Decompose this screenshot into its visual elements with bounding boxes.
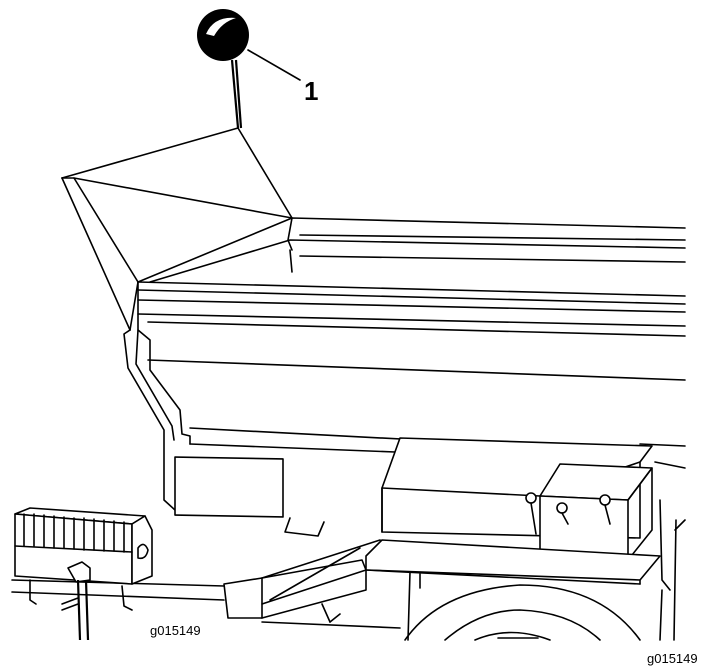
hopper-flap bbox=[61, 127, 293, 331]
wheel bbox=[404, 584, 641, 641]
frame-rails bbox=[11, 579, 401, 629]
callout-number-1: 1 bbox=[304, 76, 318, 106]
callout-leader bbox=[247, 49, 301, 81]
hitch-arm bbox=[223, 539, 381, 623]
bracket bbox=[284, 517, 325, 537]
frame-right bbox=[654, 461, 686, 641]
side-box bbox=[174, 456, 284, 518]
fins bbox=[23, 513, 125, 553]
hopper-body bbox=[123, 217, 686, 511]
motor-housing bbox=[381, 437, 653, 561]
lever-knob bbox=[197, 9, 249, 129]
control-unit bbox=[14, 507, 153, 641]
frame-platform bbox=[365, 539, 661, 641]
figure-code-inline: g015149 bbox=[150, 623, 201, 638]
figure-code-corner: g015149 bbox=[647, 651, 698, 666]
